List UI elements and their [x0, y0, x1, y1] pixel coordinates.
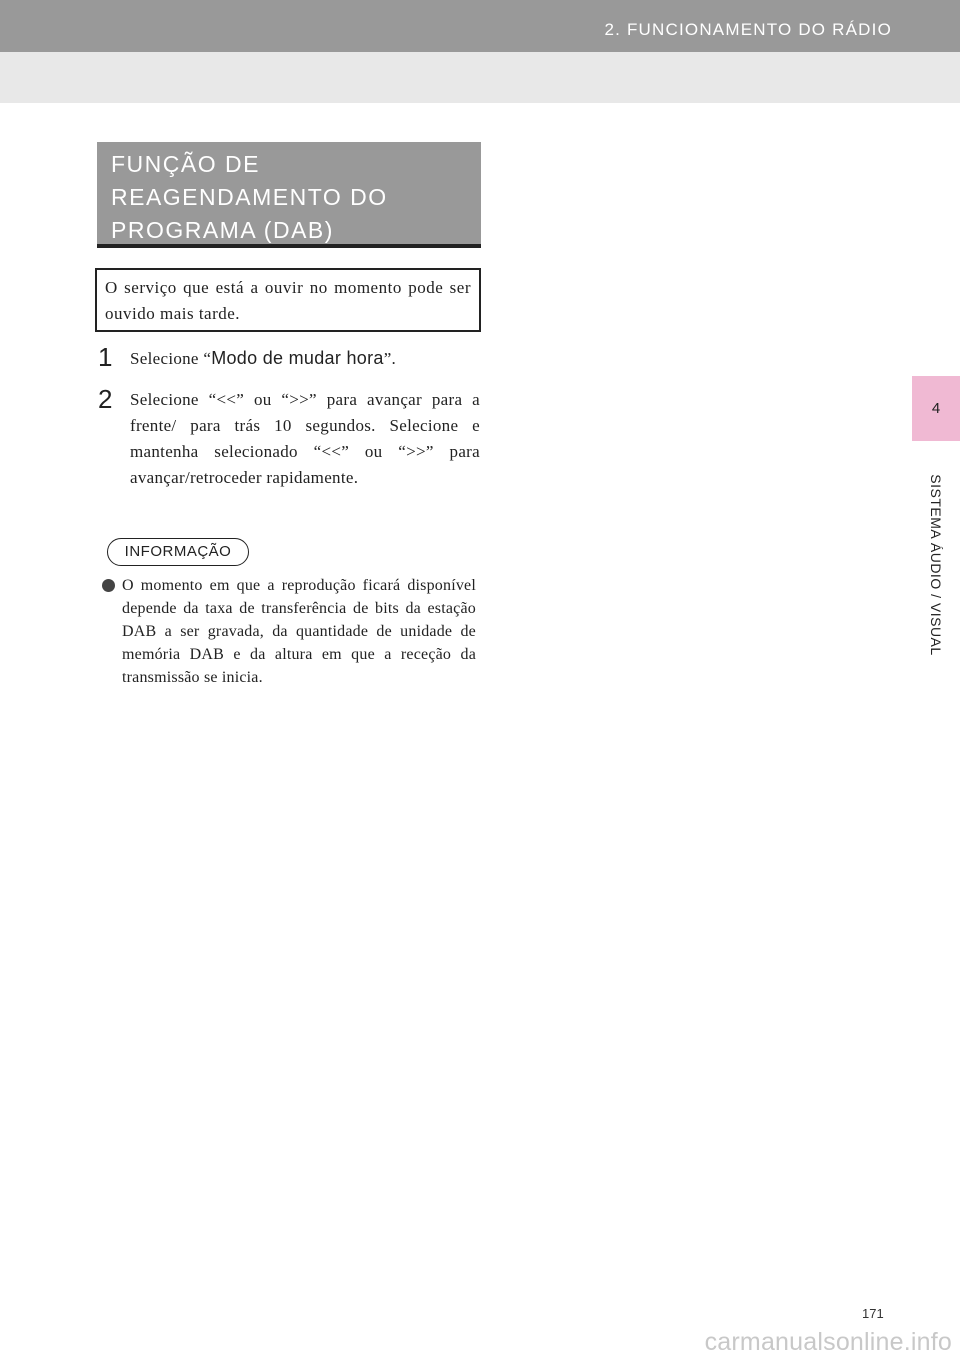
step-number: 1	[98, 342, 113, 372]
page-number: 171	[862, 1306, 884, 1321]
bullet-icon	[102, 579, 115, 592]
header-band	[0, 52, 960, 103]
information-text: O momento em que a reprodução ficará dis…	[122, 577, 476, 686]
mode-button-label: Modo de mudar hora	[211, 348, 384, 368]
step-text: Selecione “<<” ou “>>” para avançar para…	[130, 390, 480, 487]
step-text-prefix: Selecione “	[130, 349, 212, 368]
chapter-tab-number: 4	[931, 400, 941, 417]
step-text: Selecione “Modo de mudar hora”.	[130, 345, 480, 372]
section-title: FUNÇÃO DE REAGENDAMENTO DO PROGRAMA (DAB…	[97, 142, 481, 248]
step-number: 2	[98, 384, 113, 414]
intro-box: O serviço que está a ouvir no momento po…	[95, 268, 481, 332]
watermark: carmanualsonline.info	[704, 1328, 952, 1356]
information-label: INFORMAÇÃO	[107, 538, 249, 566]
chapter-title: 2. FUNCIONAMENTO DO RÁDIO	[604, 20, 892, 39]
step-text-suffix: ”.	[383, 349, 397, 368]
chapter-side-label: SISTEMA ÁUDIO / VISUAL	[928, 474, 944, 656]
header-bar: 2. FUNCIONAMENTO DO RÁDIO	[0, 0, 960, 52]
chapter-tab: 4	[912, 376, 960, 441]
